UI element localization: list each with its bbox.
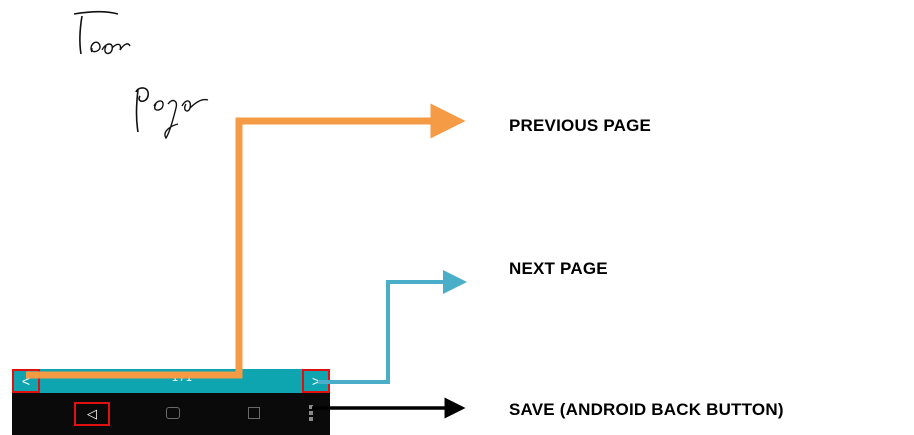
save-android-back-label: SAVE (ANDROID BACK BUTTON) bbox=[509, 400, 784, 419]
arrow-to-previous-page-label bbox=[26, 103, 466, 379]
android-navigation-bar: ◁ bbox=[12, 393, 330, 435]
home-icon[interactable] bbox=[166, 407, 180, 419]
next-page-label: NEXT PAGE bbox=[509, 259, 608, 278]
arrow-to-next-page-label bbox=[318, 270, 467, 384]
handwritten-word-teo bbox=[73, 10, 131, 55]
menu-icon[interactable] bbox=[308, 405, 314, 421]
recent-apps-icon[interactable] bbox=[248, 407, 260, 419]
handwritten-word-pega bbox=[135, 87, 209, 140]
android-back-button[interactable]: ◁ bbox=[74, 402, 110, 426]
previous-page-label: PREVIOUS PAGE bbox=[509, 116, 652, 135]
previous-page-button[interactable]: < bbox=[12, 369, 40, 393]
